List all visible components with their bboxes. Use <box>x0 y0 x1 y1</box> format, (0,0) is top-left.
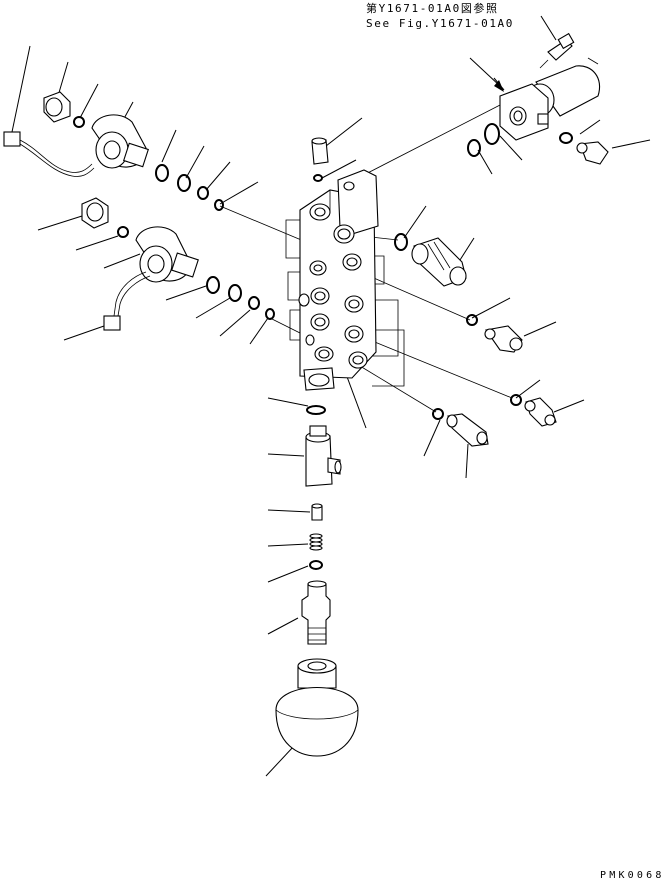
o-ring-bottom <box>306 405 326 415</box>
o-ring <box>177 174 191 192</box>
alignment-lines <box>219 103 513 413</box>
connector-lower <box>103 315 121 331</box>
o-ring <box>484 123 500 145</box>
right-side-fittings <box>394 233 557 447</box>
o-ring <box>432 408 444 420</box>
solenoid-upper-assembly <box>3 91 224 211</box>
o-ring <box>228 284 242 302</box>
o-ring <box>394 233 408 251</box>
o-ring <box>265 308 275 320</box>
o-ring-small <box>309 560 323 570</box>
adapter-fitting <box>301 583 331 645</box>
o-ring <box>155 164 169 182</box>
drawing-code: PMK0068 <box>600 870 665 881</box>
valve-body <box>298 137 379 391</box>
o-ring <box>510 394 522 406</box>
o-ring <box>248 296 260 310</box>
o-ring <box>559 132 573 144</box>
o-ring <box>197 186 209 200</box>
accumulator-column <box>275 405 359 757</box>
accumulator-sphere <box>275 686 359 757</box>
connector-upper <box>3 131 21 147</box>
reference-english: See Fig.Y1671-01A0 <box>366 17 515 30</box>
o-ring <box>467 139 481 157</box>
o-ring <box>466 314 478 326</box>
solenoid-lower-assembly <box>81 197 275 331</box>
solenoid-right-assembly <box>467 32 609 165</box>
leader-lines <box>11 15 651 777</box>
spring <box>309 533 323 551</box>
o-ring <box>206 276 220 294</box>
reference-japanese: 第Y1671-01A0図参照 <box>366 2 499 15</box>
o-ring <box>214 199 224 211</box>
